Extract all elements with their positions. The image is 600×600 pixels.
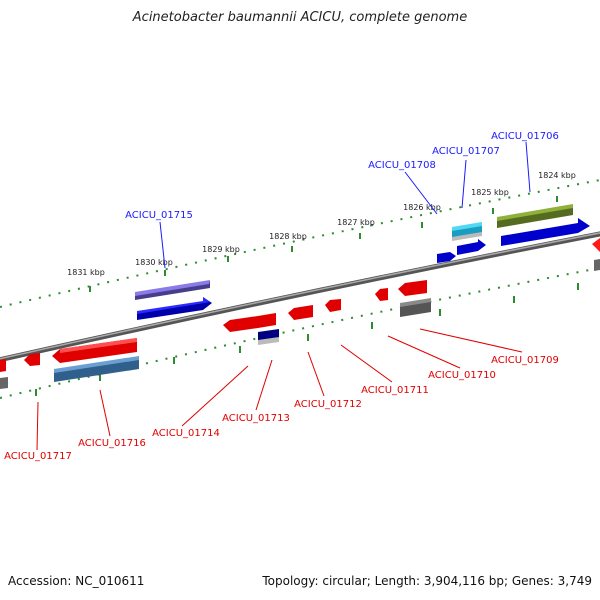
map-title: Acinetobacter baumannii ACICU, complete … — [132, 10, 468, 25]
scale-label: 1825 kbp — [471, 188, 509, 197]
genome-backbone-highlight — [0, 232, 600, 360]
bottom-major-ticks — [35, 283, 579, 396]
gene-acicu-01708-arrow[interactable] — [437, 252, 456, 263]
gene-label-acicu-01708[interactable]: ACICU_01708 — [368, 160, 436, 171]
gene-acicu-01706-arrow[interactable] — [497, 204, 573, 228]
gene-acicu-01707-arrow[interactable] — [452, 222, 482, 241]
genome-summary: Topology: circular; Length: 3,904,116 bp… — [262, 574, 592, 588]
gene-label-acicu-01716[interactable]: ACICU_01716 — [78, 438, 146, 449]
gene-grey-edge-right[interactable] — [594, 259, 600, 271]
gene-blue-top-3[interactable] — [501, 218, 590, 246]
gene-label-acicu-01709[interactable]: ACICU_01709 — [491, 355, 559, 366]
gene-acicu-01709-arrow[interactable] — [400, 298, 431, 317]
bottom-leader-lines — [36, 328, 523, 451]
gene-label-acicu-01712[interactable]: ACICU_01712 — [294, 399, 362, 410]
gene-acicu-01711-arrow[interactable] — [325, 299, 341, 312]
gene-acicu-01712-arrow[interactable] — [288, 305, 313, 320]
genome-backbone — [0, 231, 600, 363]
accession-label: Accession: NC_010611 — [8, 574, 145, 588]
top-leader-lines — [159, 141, 531, 269]
gene-red-edge-left[interactable] — [0, 359, 6, 372]
gene-label-acicu-01713[interactable]: ACICU_01713 — [222, 413, 290, 424]
scale-label: 1829 kbp — [202, 245, 240, 254]
gene-blue-top-1[interactable] — [137, 297, 212, 320]
scale-label: 1831 kbp — [67, 268, 105, 277]
gene-label-acicu-01714[interactable]: ACICU_01714 — [152, 428, 220, 439]
gene-acicu-01715-arrow[interactable] — [135, 280, 210, 300]
gene-red-small-left[interactable] — [24, 353, 40, 366]
gene-label-acicu-01715[interactable]: ACICU_01715 — [125, 210, 193, 221]
scale-label: 1826 kbp — [403, 203, 441, 212]
gene-red-small-mid[interactable] — [258, 313, 276, 328]
gene-grey-edge-left[interactable] — [0, 377, 8, 389]
gene-acicu-01710-arrow[interactable] — [375, 288, 388, 301]
gene-acicu-01713-arrow[interactable] — [258, 329, 279, 345]
gene-red-bottom-right[interactable] — [398, 280, 427, 296]
gene-acicu-01714-arrow[interactable] — [223, 316, 258, 332]
gene-blue-top-2[interactable] — [457, 239, 486, 255]
scale-label: 1830 kbp — [135, 258, 173, 267]
gene-label-acicu-01706[interactable]: ACICU_01706 — [491, 131, 559, 142]
scale-label: 1828 kbp — [269, 232, 307, 241]
scale-label: 1824 kbp — [538, 171, 576, 180]
scale-label: 1827 kbp — [337, 218, 375, 227]
gene-red-edge-right[interactable] — [592, 238, 600, 252]
gene-acicu-01716-arrow[interactable] — [54, 356, 139, 382]
top-major-ticks — [89, 196, 558, 292]
gene-label-acicu-01707[interactable]: ACICU_01707 — [432, 146, 500, 157]
gene-acicu-01717-arrow[interactable] — [52, 338, 137, 363]
gene-label-acicu-01711[interactable]: ACICU_01711 — [361, 385, 429, 396]
gene-label-acicu-01717[interactable]: ACICU_01717 — [4, 451, 72, 462]
gene-label-acicu-01710[interactable]: ACICU_01710 — [428, 370, 496, 381]
